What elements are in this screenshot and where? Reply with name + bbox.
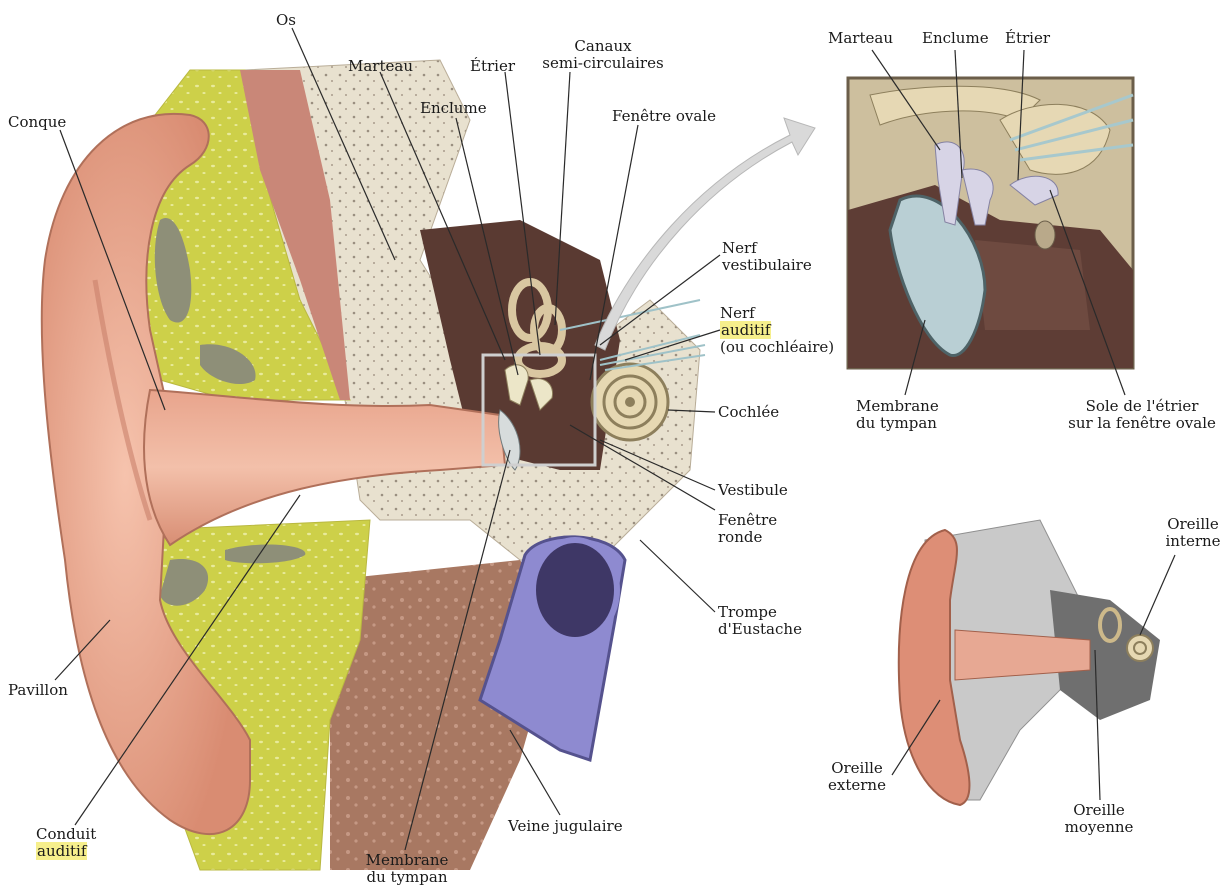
label-enclume: Enclume: [420, 100, 487, 117]
label-canaux: Canaux semi-circulaires: [528, 38, 678, 72]
detail-label-membrane: Membrane du tympan: [856, 398, 939, 432]
label-nerf-vest-l2: vestibulaire: [722, 256, 812, 274]
overview-label-externe: Oreille externe: [822, 760, 892, 794]
overview-label-externe-l1: Oreille: [831, 759, 883, 777]
detail-inset: [848, 78, 1133, 368]
label-membrane-l2: du tympan: [367, 868, 448, 886]
detail-label-sole-l2: sur la fenêtre ovale: [1068, 414, 1216, 432]
label-conduit: Conduit auditif: [36, 826, 96, 860]
label-nerf-aud-l2: auditif: [720, 321, 771, 339]
label-nerf-vest-l1: Nerf: [722, 239, 757, 257]
label-marteau: Marteau: [348, 58, 413, 75]
label-trompe-l1: Trompe: [718, 603, 777, 621]
label-membrane: Membrane du tympan: [362, 852, 452, 886]
label-conque: Conque: [8, 114, 66, 131]
overview-label-interne-l2: interne: [1165, 532, 1220, 550]
label-nerf-aud-l1: Nerf: [720, 304, 755, 322]
detail-label-membrane-l1: Membrane: [856, 397, 939, 415]
label-conduit-l2: auditif: [36, 842, 87, 860]
label-nerf-vestibulaire: Nerf vestibulaire: [722, 240, 812, 274]
label-etrier: Étrier: [470, 58, 515, 75]
label-membrane-l1: Membrane: [366, 851, 449, 869]
label-vestibule: Vestibule: [718, 482, 788, 499]
label-fenetre-ronde: Fenêtre ronde: [718, 512, 777, 546]
detail-label-sole-l1: Sole de l'étrier: [1086, 397, 1199, 415]
detail-label-enclume: Enclume: [922, 30, 989, 47]
label-nerf-auditif: Nerf auditif (ou cochléaire): [720, 305, 834, 356]
cochlea: [592, 364, 668, 440]
label-fenetre-ovale: Fenêtre ovale: [612, 108, 716, 125]
label-cochlee: Cochlée: [718, 404, 779, 421]
label-fenetre-ronde-l2: ronde: [718, 528, 762, 546]
label-os: Os: [276, 12, 296, 29]
label-fenetre-ronde-l1: Fenêtre: [718, 511, 777, 529]
overview-label-externe-l2: externe: [828, 776, 886, 794]
label-canaux-l1: Canaux: [574, 37, 631, 55]
overview-label-moyenne-l2: moyenne: [1065, 818, 1134, 836]
detail-label-membrane-l2: du tympan: [856, 414, 937, 432]
label-veine: Veine jugulaire: [508, 818, 623, 835]
overview-label-interne-l1: Oreille: [1167, 515, 1219, 533]
overview-label-interne: Oreille interne: [1160, 516, 1226, 550]
label-nerf-aud-l3: (ou cochléaire): [720, 338, 834, 356]
detail-label-etrier: Étrier: [1005, 30, 1050, 47]
label-trompe-l2: d'Eustache: [718, 620, 802, 638]
overview-label-moyenne-l1: Oreille: [1073, 801, 1125, 819]
detail-label-sole: Sole de l'étrier sur la fenêtre ovale: [1058, 398, 1226, 432]
label-conduit-l1: Conduit: [36, 825, 96, 843]
overview-label-moyenne: Oreille moyenne: [1060, 802, 1138, 836]
label-canaux-l2: semi-circulaires: [542, 54, 663, 72]
label-pavillon: Pavillon: [8, 682, 68, 699]
detail-label-marteau: Marteau: [828, 30, 893, 47]
overview-inset: [899, 520, 1160, 805]
label-trompe: Trompe d'Eustache: [718, 604, 802, 638]
